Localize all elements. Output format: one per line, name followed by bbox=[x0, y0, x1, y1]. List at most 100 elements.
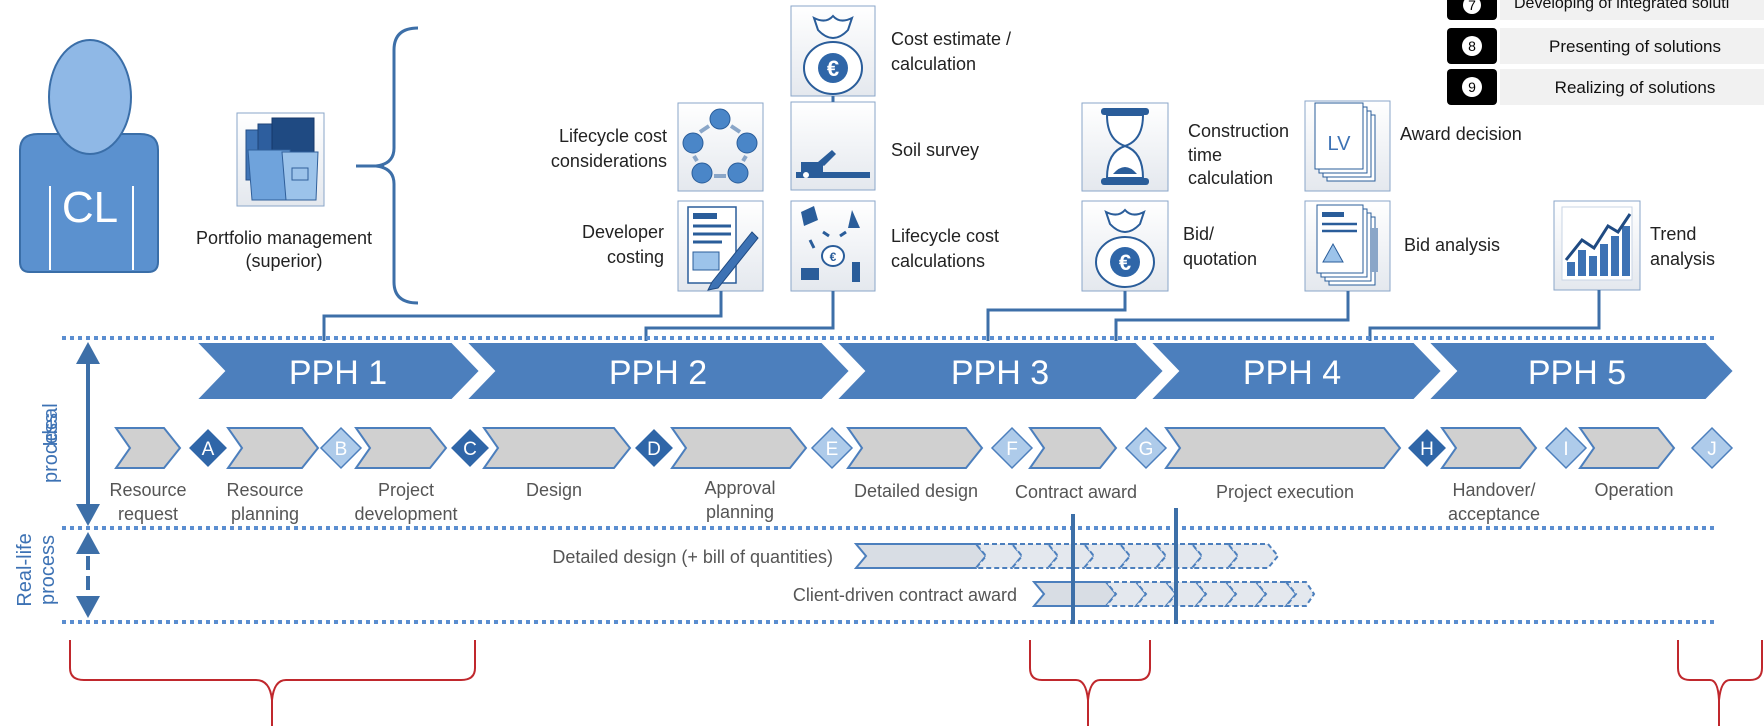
step-label-line2: development bbox=[354, 504, 457, 524]
client-avatar: CL bbox=[19, 39, 159, 273]
legend-item-7: 7 Developing of integrated soluti bbox=[1447, 0, 1764, 20]
legend-label: Developing of integrated soluti bbox=[1514, 0, 1729, 12]
money-bag-icon: € bbox=[1081, 200, 1169, 292]
phase-chevron: PPH 1 bbox=[193, 341, 482, 401]
timeline-axis bbox=[62, 336, 1714, 624]
soil-survey-label: Soil survey bbox=[891, 140, 979, 160]
developer-costing-label-line1: Developer bbox=[582, 222, 664, 242]
ideal-process-label-line1: Ideal bbox=[40, 403, 62, 446]
step-chevron bbox=[354, 427, 448, 469]
money-bag-icon: € bbox=[790, 5, 876, 97]
phase-band: PPH 1 PPH 2 PPH 3 PPH 4 PPH 5 bbox=[193, 341, 1736, 401]
document-pen-icon bbox=[677, 200, 764, 292]
construction-time-label-line2: time bbox=[1188, 145, 1222, 165]
step-label-line1: Approval bbox=[704, 478, 775, 498]
milestone-j: J bbox=[1690, 426, 1734, 470]
portfolio-label-line1: Portfolio management bbox=[196, 228, 372, 248]
phase-label: PPH 2 bbox=[609, 354, 707, 392]
milestone-label: I bbox=[1563, 439, 1568, 460]
svg-text:€: € bbox=[1119, 250, 1131, 275]
document-stack-icon: LV bbox=[1304, 100, 1391, 192]
trend-chart-icon bbox=[1553, 200, 1641, 291]
portfolio-label-line2: (superior) bbox=[245, 251, 322, 271]
phase-chevron: PPH 3 bbox=[833, 341, 1166, 401]
milestone-label: F bbox=[1006, 439, 1018, 460]
milestone-i: I bbox=[1544, 426, 1588, 470]
lifecycle-calculations-label-line2: calculations bbox=[891, 251, 985, 271]
step-label-line2: planning bbox=[231, 504, 299, 524]
milestone-f: F bbox=[990, 426, 1034, 470]
hourglass-icon bbox=[1081, 102, 1169, 192]
client-label: CL bbox=[62, 183, 118, 232]
phase-label: PPH 1 bbox=[289, 354, 387, 392]
step-chevron bbox=[846, 427, 984, 469]
milestone-label: C bbox=[463, 439, 477, 460]
phase-label: PPH 3 bbox=[951, 354, 1049, 392]
milestone-label: H bbox=[1420, 439, 1434, 460]
milestones: A B C D E F G H bbox=[186, 426, 1734, 470]
svg-text:€: € bbox=[827, 56, 839, 81]
step-chevron bbox=[1578, 427, 1676, 469]
step-label-line1: Detailed design bbox=[854, 481, 978, 501]
legend-item-9: 9 Realizing of solutions bbox=[1447, 69, 1764, 105]
construction-time-label-line1: Construction bbox=[1188, 121, 1289, 141]
legend-label: Presenting of solutions bbox=[1549, 37, 1721, 56]
phase-chevron: PPH 5 bbox=[1425, 341, 1736, 401]
phase-chevron: PPH 4 bbox=[1147, 341, 1444, 401]
developer-costing-label-line2: costing bbox=[607, 247, 664, 267]
step-chevron bbox=[226, 427, 320, 469]
legend-number: 7 bbox=[1468, 0, 1476, 13]
reallife-row-label: Client-driven contract award bbox=[793, 585, 1017, 605]
step-chevron bbox=[1028, 427, 1118, 469]
award-decision-label: Award decision bbox=[1400, 124, 1522, 144]
lv-doc-text: LV bbox=[1328, 133, 1352, 155]
step-chevron bbox=[670, 427, 808, 469]
step-label-line2: planning bbox=[706, 502, 774, 522]
milestone-h: H bbox=[1405, 426, 1449, 470]
step-label-line1: Resource bbox=[109, 480, 186, 500]
milestone-label: J bbox=[1707, 439, 1717, 460]
legend-number: 8 bbox=[1468, 38, 1476, 54]
connector-lines bbox=[322, 96, 1601, 342]
phase-label: PPH 4 bbox=[1243, 354, 1341, 392]
ideal-process-label-line2: process bbox=[40, 413, 62, 483]
step-chevron bbox=[1440, 427, 1538, 469]
step-label-line1: Contract award bbox=[1015, 482, 1137, 502]
milestone-label: A bbox=[202, 439, 215, 460]
cost-estimate-label-line2: calculation bbox=[891, 54, 976, 74]
step-label-line2: request bbox=[118, 504, 178, 524]
step-chevron bbox=[1164, 427, 1402, 469]
step-label-line1: Resource bbox=[226, 480, 303, 500]
milestone-e: E bbox=[810, 426, 854, 470]
step-label-line1: Design bbox=[526, 480, 582, 500]
milestone-a: A bbox=[186, 426, 230, 470]
step-label-line1: Project execution bbox=[1216, 482, 1354, 502]
lifecycle-considerations-label-line2: considerations bbox=[551, 151, 667, 171]
bid-quotation-label-line1: Bid/ bbox=[1183, 224, 1214, 244]
milestone-c: C bbox=[448, 426, 492, 470]
reallife-row-label: Detailed design (+ bill of quantities) bbox=[552, 547, 833, 567]
reallife-dashed-chevrons bbox=[1103, 581, 1316, 607]
document-chart-stack-icon bbox=[1304, 200, 1391, 292]
svg-text:€: € bbox=[830, 250, 837, 264]
cycle-icon bbox=[677, 102, 764, 192]
construction-time-label-line3: calculation bbox=[1188, 168, 1273, 188]
bid-analysis-label: Bid analysis bbox=[1404, 235, 1500, 255]
legend: 7 Developing of integrated soluti 8 Pres… bbox=[1447, 0, 1764, 105]
milestone-d: D bbox=[632, 426, 676, 470]
process-steps bbox=[114, 427, 1676, 469]
step-label-line1: Operation bbox=[1594, 480, 1673, 500]
reallife-process-label-line1: Real-life bbox=[14, 533, 36, 606]
step-label-line1: Handover/ bbox=[1452, 480, 1535, 500]
milestone-b: B bbox=[319, 426, 363, 470]
lifecycle-collage-icon: € bbox=[790, 200, 876, 292]
step-chevron bbox=[114, 427, 182, 469]
milestone-label: D bbox=[647, 439, 661, 460]
step-label-line2: acceptance bbox=[1448, 504, 1540, 524]
milestone-label: E bbox=[826, 439, 839, 460]
bid-quotation-label-line2: quotation bbox=[1183, 249, 1257, 269]
reallife-process-label-line2: process bbox=[37, 535, 59, 605]
portfolio-folders-icon bbox=[236, 112, 325, 207]
milestone-g: G bbox=[1124, 426, 1168, 470]
soil-survey-icon bbox=[790, 101, 876, 191]
